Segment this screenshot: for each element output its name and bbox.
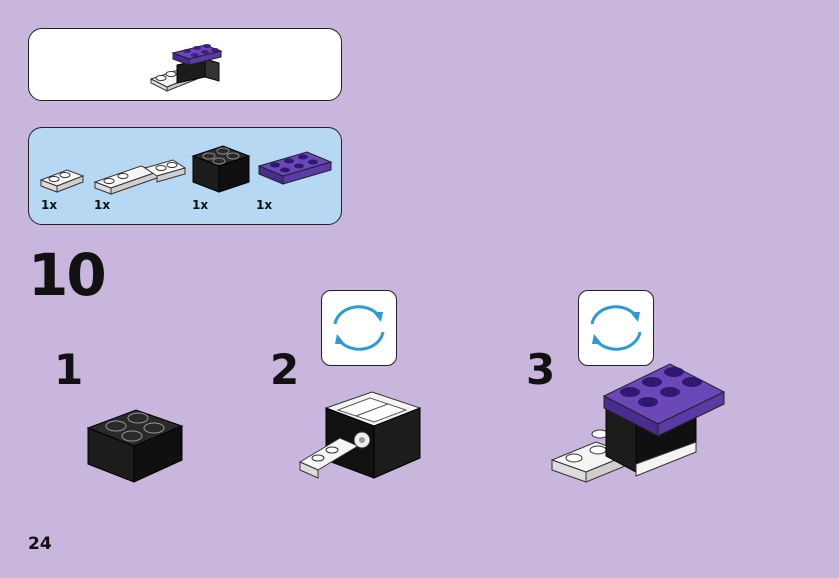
rotate-callout-3: [578, 290, 654, 366]
substep-1-black-brick-image: [86, 409, 184, 483]
substep-2-number: 2: [270, 345, 300, 394]
part-purple-plate-image: [257, 151, 333, 185]
substep-2-assembly-image: [298, 391, 422, 479]
part-white-plate-image: [39, 169, 85, 193]
main-step-number: 10: [28, 241, 107, 309]
part-qty-label: 1x: [94, 198, 111, 212]
rotate-callout-2: [321, 290, 397, 366]
substep-3-assembly-image: [550, 363, 726, 483]
part-qty-label: 1x: [41, 198, 58, 212]
page-number: 24: [28, 534, 52, 554]
part-qty-label: 1x: [192, 198, 209, 212]
parts-list-panel: 1x 1x 1x 1x: [28, 127, 342, 225]
part-qty-label: 1x: [256, 198, 273, 212]
part-black-brick-image: [191, 145, 251, 193]
rotate-arrows-icon: [333, 305, 385, 351]
rotate-arrows-icon: [590, 305, 642, 351]
substep-3-number: 3: [526, 345, 556, 394]
assembly-preview-image: [149, 44, 223, 92]
assembly-preview-panel: [28, 28, 342, 101]
part-white-hinge-plate-image: [93, 159, 187, 195]
substep-1-number: 1: [54, 345, 84, 394]
